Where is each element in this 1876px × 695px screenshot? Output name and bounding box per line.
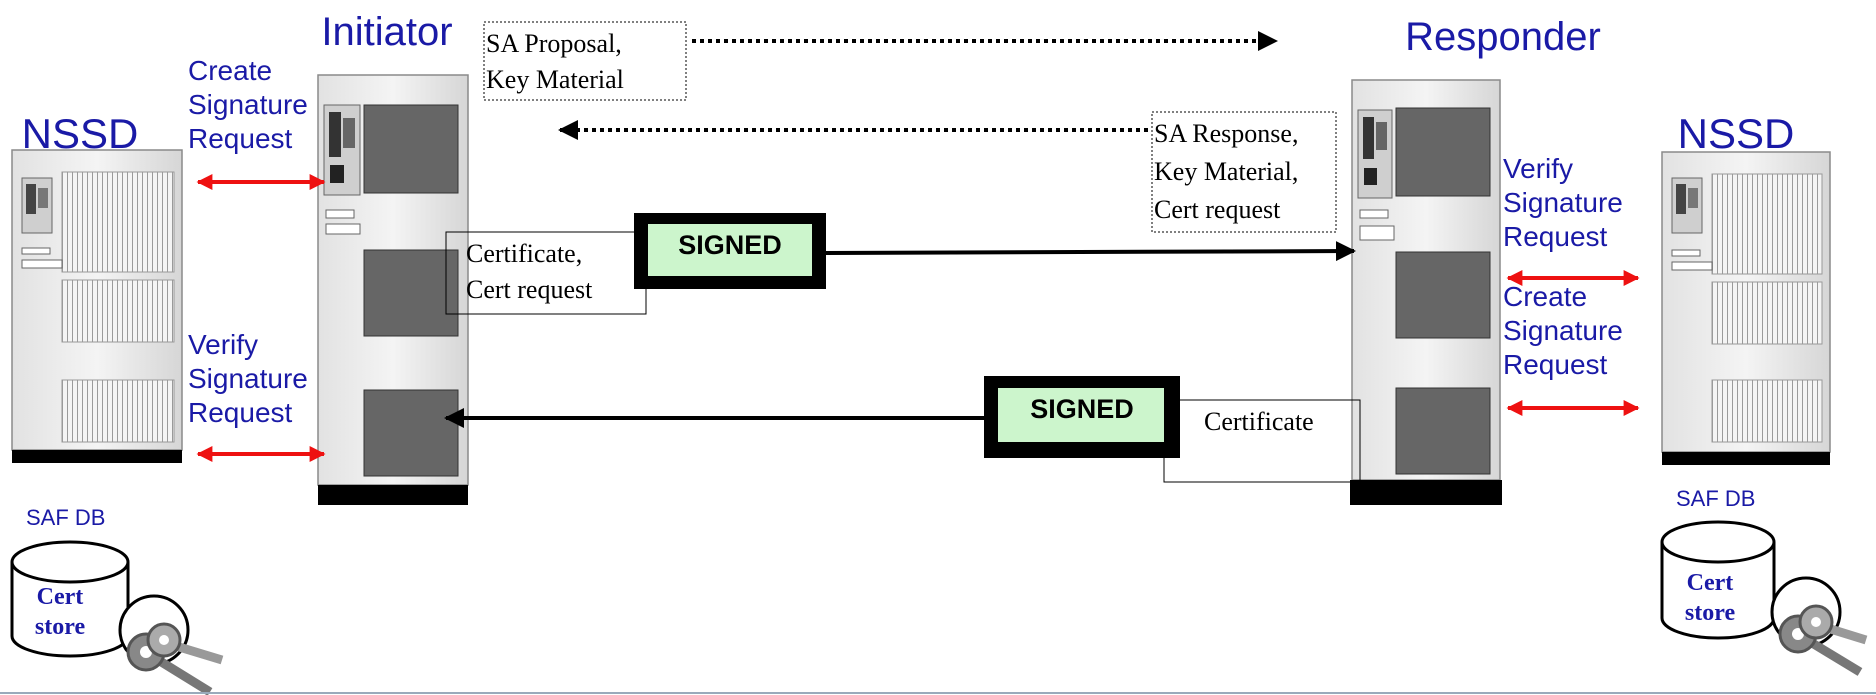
responder-payload-label: Certificate [1204, 407, 1314, 436]
right-cert-store-line-1: Cert [1687, 570, 1734, 596]
signed-badge-initiator: SIGNED [634, 213, 826, 289]
left-cert-store-line-2: store [35, 614, 86, 640]
signed-label-responder: SIGNED [1030, 394, 1134, 424]
right-verify-line-2: Signature [1503, 187, 1623, 218]
initiator-payload-line-1: Certificate, [466, 239, 582, 268]
right-cert-store-line-2: store [1685, 600, 1736, 626]
right-nssd-server [1661, 151, 1831, 465]
sa-proposal-box: SA Proposal, Key Material [483, 21, 687, 101]
left-verify-line-3: Request [188, 397, 293, 428]
initiator-server [317, 74, 469, 505]
left-create-line-1: Create [188, 55, 272, 86]
left-verify-line-1: Verify [188, 329, 258, 360]
right-create-line-1: Create [1503, 281, 1587, 312]
left-cert-store-cylinder: Cert store [10, 540, 130, 658]
responder-title: Responder [1405, 15, 1601, 59]
left-nssd-server [11, 149, 183, 463]
left-nssd-title: NSSD [22, 110, 139, 157]
right-create-signature-label: Create Signature Request [1503, 281, 1623, 380]
initiator-title: Initiator [321, 10, 452, 54]
left-create-signature-label: Create Signature Request [188, 55, 308, 154]
right-verify-signature-label: Verify Signature Request [1503, 153, 1623, 252]
sa-response-line-2: Key Material, [1154, 157, 1298, 186]
left-verify-signature-label: Verify Signature Request [188, 329, 308, 428]
left-verify-line-2: Signature [188, 363, 308, 394]
signed-badge-responder: SIGNED [984, 376, 1180, 458]
left-cert-store-line-1: Cert [37, 584, 84, 610]
sa-proposal-line-2: Key Material [486, 65, 624, 94]
right-cert-store-cylinder: Cert store [1660, 520, 1776, 640]
responder-server [1350, 79, 1502, 505]
left-create-line-2: Signature [188, 89, 308, 120]
right-create-line-2: Signature [1503, 315, 1623, 346]
right-verify-line-3: Request [1503, 221, 1608, 252]
left-saf-db-label: SAF DB [26, 505, 105, 530]
right-verify-line-1: Verify [1503, 153, 1573, 184]
initiator-payload-box: Certificate, Cert request [445, 231, 647, 315]
initiator-to-responder-arrow [825, 241, 1356, 262]
responder-payload-box: Certificate [1163, 399, 1361, 483]
right-nssd-title: NSSD [1678, 110, 1795, 157]
left-keys-icon [118, 594, 224, 695]
sa-response-box: SA Response, Key Material, Cert request [1151, 111, 1337, 233]
initiator-payload-line-2: Cert request [466, 275, 593, 304]
sa-proposal-line-1: SA Proposal, [486, 29, 622, 58]
sa-response-line-1: SA Response, [1154, 119, 1298, 148]
right-keys-icon [1770, 576, 1868, 676]
signed-label-initiator: SIGNED [678, 230, 782, 260]
left-create-line-3: Request [188, 123, 293, 154]
right-create-line-3: Request [1503, 349, 1608, 380]
sa-response-line-3: Cert request [1154, 195, 1281, 224]
right-saf-db-label: SAF DB [1676, 486, 1755, 511]
